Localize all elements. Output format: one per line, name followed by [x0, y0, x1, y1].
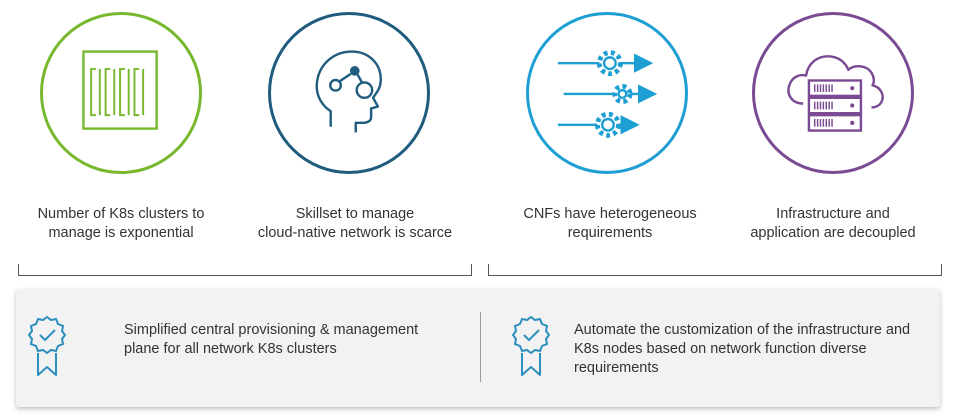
ribbon-badge-icon — [511, 315, 551, 376]
challenge-1-circle — [40, 12, 202, 174]
challenge-2-circle — [268, 12, 430, 174]
server-rack-icon — [82, 50, 158, 130]
left-group-bracket — [18, 264, 472, 276]
challenge-3-circle — [526, 12, 688, 174]
benefits-panel — [16, 289, 940, 407]
benefits-divider — [480, 312, 481, 382]
gears-arrows-icon — [557, 50, 658, 138]
benefit-2-text: Automate the customization of the infras… — [574, 322, 911, 376]
challenge-4-circle — [752, 12, 914, 174]
challenge-2-caption: Skillset to manage cloud-native network … — [257, 206, 453, 241]
challenge-3-caption: CNFs have heterogeneous requirements — [523, 206, 697, 241]
benefit-1-text: Simplified central provisioning & manage… — [124, 322, 419, 357]
challenge-4-caption: Infrastructure and application are decou… — [750, 206, 916, 241]
cloud-server-icon — [787, 55, 884, 132]
head-skillset-icon — [315, 50, 382, 133]
challenge-1-caption: Number of K8s clusters to manage is expo… — [37, 206, 205, 241]
ribbon-badge-icon — [27, 315, 67, 376]
right-group-bracket — [488, 264, 942, 276]
